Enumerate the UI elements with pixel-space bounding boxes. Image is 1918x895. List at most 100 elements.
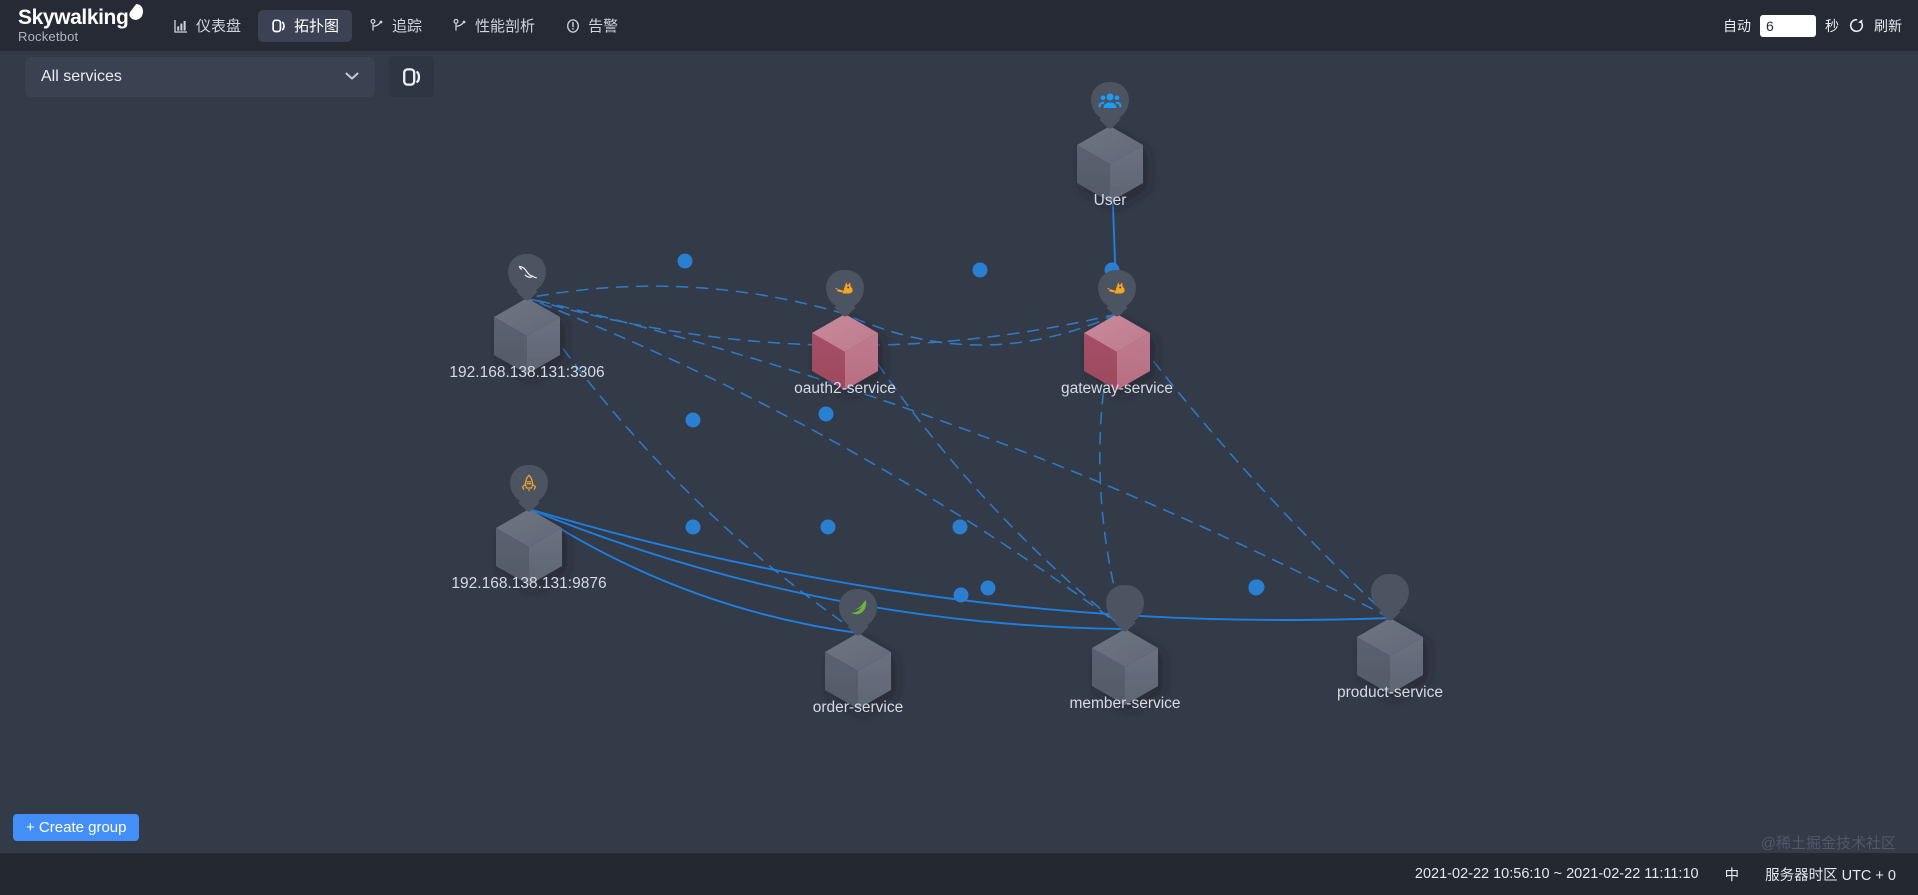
topology-link[interactable]: [526, 297, 1391, 619]
node-label: oauth2-service: [794, 380, 896, 397]
topology-node-cube[interactable]: [494, 298, 560, 374]
node-badge: [1106, 585, 1144, 629]
topology-link[interactable]: [1116, 313, 1391, 619]
nav-tab-2[interactable]: 拓扑图: [258, 9, 353, 42]
node-badge: [1371, 574, 1409, 618]
moon-icon: [129, 9, 142, 22]
traffic-dot: [685, 519, 701, 535]
nav-tab-label: 仪表盘: [196, 18, 242, 35]
node-badge: [1098, 270, 1136, 314]
topology-link[interactable]: [844, 313, 1126, 630]
refresh-interval-input[interactable]: [1760, 14, 1816, 37]
cube-right-face: [845, 333, 878, 390]
cube-right-face: [1125, 648, 1158, 705]
nav-tab-label: 追踪: [392, 18, 423, 35]
none: [1106, 585, 1144, 623]
cube-right-face: [858, 652, 891, 709]
nav-tab-4[interactable]: 性能剖析: [439, 10, 548, 42]
cube-left-face: [494, 317, 527, 374]
node-badge: [508, 254, 546, 298]
tomcat-cat-icon: [826, 270, 864, 308]
traffic-dot: [820, 519, 836, 535]
profile-icon: [452, 18, 468, 34]
topology-traffic-dots: [677, 253, 1265, 603]
service-selector[interactable]: All services: [25, 56, 375, 97]
nav-tab-label: 告警: [588, 18, 619, 35]
node-label: product-service: [1337, 684, 1443, 701]
topology-node-cube[interactable]: [1357, 618, 1423, 694]
badge-pin-shape: [1371, 574, 1409, 612]
app-logo[interactable]: Skywalking Rocketbot: [0, 0, 160, 51]
cube-right-face: [1390, 637, 1423, 694]
topology-node-cube[interactable]: [825, 633, 891, 709]
cube-left-face: [812, 333, 845, 390]
tomcat-cat-icon: [1098, 270, 1136, 308]
cube-right-face: [527, 317, 560, 374]
cube-left-face: [825, 652, 858, 709]
topology-link[interactable]: [844, 313, 1118, 346]
traffic-dot: [1248, 579, 1264, 595]
topology-link[interactable]: [526, 297, 1118, 347]
nav-tab-label: 拓扑图: [294, 18, 340, 35]
topology-node-cube[interactable]: [1092, 629, 1158, 705]
topology-link[interactable]: [526, 285, 846, 315]
refresh-icon[interactable]: [1848, 17, 1865, 34]
cube-left-face: [1077, 145, 1110, 202]
status-bar: 2021-02-22 10:56:10 ~ 2021-02-22 11:11:1…: [0, 853, 1918, 895]
badge-pin-shape: [1091, 82, 1129, 120]
cube-left-face: [496, 528, 529, 585]
logo-title-text: Skywalking: [18, 6, 129, 29]
node-label: gateway-service: [1061, 380, 1173, 397]
traffic-dot: [677, 253, 693, 269]
service-selector-value: All services: [41, 67, 122, 85]
node-badge: [826, 270, 864, 314]
dashboard-icon: [173, 18, 189, 34]
nav-tab-3[interactable]: 追踪: [356, 10, 435, 42]
topology-link[interactable]: [528, 508, 1126, 630]
rocketmq-icon: [510, 465, 548, 503]
language-toggle[interactable]: 中: [1724, 867, 1740, 884]
nav-tabs: 仪表盘 拓扑图 追踪性能剖析 告警: [160, 0, 631, 51]
none: [1371, 574, 1409, 612]
cube-right-face: [1110, 145, 1143, 202]
alarm-icon: [565, 18, 581, 34]
node-label: 192.168.138.131:3306: [449, 364, 605, 381]
cube-right-face: [1117, 333, 1150, 390]
node-label: 192.168.138.131:9876: [451, 575, 607, 592]
topology-link[interactable]: [526, 297, 1126, 630]
topology-layout-icon: [402, 67, 420, 86]
traffic-dot: [972, 262, 988, 278]
time-range-label[interactable]: 2021-02-22 10:56:10 ~ 2021-02-22 11:11:1…: [1414, 866, 1699, 882]
badge-pin-shape: [839, 589, 877, 627]
topology-node-cube[interactable]: [1077, 126, 1143, 202]
node-badge: [839, 589, 877, 633]
layout-toggle-button[interactable]: [389, 56, 434, 97]
topology-links: [526, 125, 1391, 634]
topology-node-cube[interactable]: [812, 314, 878, 390]
chevron-down-icon: [345, 72, 359, 80]
traffic-dot: [953, 587, 969, 603]
users-group-icon: [1091, 82, 1129, 120]
timezone-label: 服务器时区 UTC + 0: [1765, 867, 1896, 884]
logo-title: Skywalking: [18, 7, 160, 28]
topology-node-cube[interactable]: [1084, 314, 1150, 390]
create-group-button[interactable]: + Create group: [13, 814, 140, 841]
node-label: order-service: [812, 699, 904, 716]
nav-tab-5[interactable]: 告警: [552, 10, 631, 42]
spring-leaf-icon: [839, 589, 877, 627]
trace-icon: [369, 18, 385, 34]
mysql-dolphin-icon: [508, 254, 546, 292]
node-label: User: [1093, 192, 1127, 209]
topology-node-cube[interactable]: [496, 509, 562, 585]
traffic-dot: [952, 519, 968, 535]
auto-refresh-label: 自动: [1723, 17, 1751, 34]
topology-toolbar: All services: [0, 51, 1918, 102]
nav-tab-1[interactable]: 仪表盘: [160, 10, 254, 42]
traffic-dot: [818, 406, 834, 422]
cube-left-face: [1092, 648, 1125, 705]
topology-link[interactable]: [528, 508, 859, 634]
refresh-button[interactable]: 刷新: [1874, 17, 1902, 34]
topology-node-cubes[interactable]: [494, 126, 1423, 709]
